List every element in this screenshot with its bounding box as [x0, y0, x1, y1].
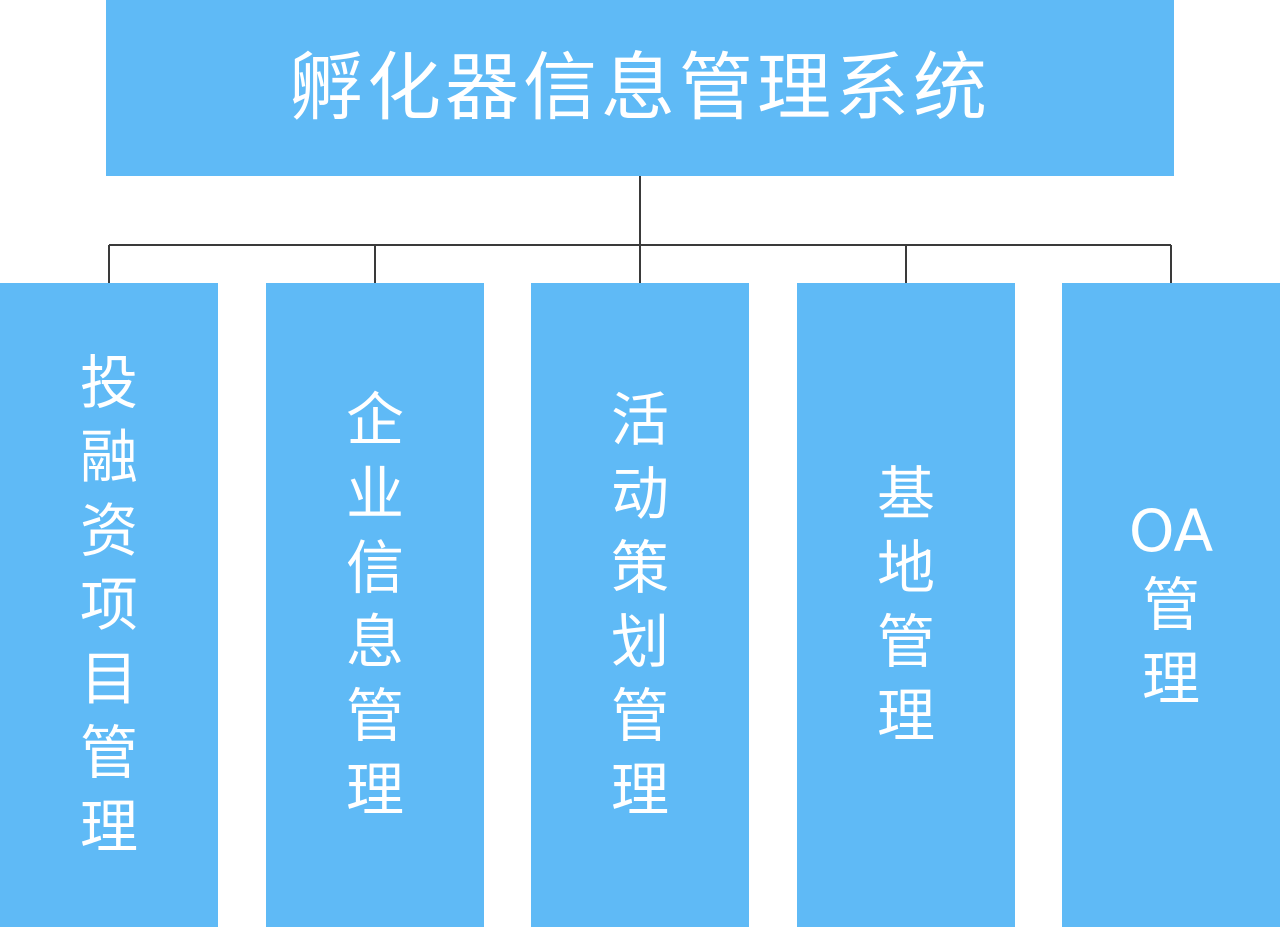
child-char: 地: [876, 534, 935, 602]
child-char: 理: [345, 756, 404, 824]
child-label-enterprise: 企 业 信 息 管 理: [346, 383, 404, 827]
child-node-oa: OA 管 理: [1062, 283, 1280, 927]
child-label-events: 活 动 策 划 管 理: [611, 383, 669, 827]
root-node: 孵化器信息管理系统: [106, 0, 1174, 176]
child-char: 企: [345, 386, 404, 454]
child-node-events: 活 动 策 划 管 理: [531, 283, 749, 927]
child-char: 业: [345, 460, 404, 528]
child-char: 管: [79, 719, 138, 787]
child-char: 项: [79, 571, 138, 639]
child-label-oa: OA 管 理: [1129, 494, 1213, 716]
child-char: 理: [876, 682, 935, 750]
child-char: 信: [345, 534, 404, 602]
child-char: 动: [610, 460, 669, 528]
child-char: 融: [79, 423, 138, 491]
child-char: 管: [345, 682, 404, 750]
root-title: 孵化器信息管理系统: [289, 45, 991, 131]
child-char: 理: [610, 756, 669, 824]
child-char: 活: [610, 386, 669, 454]
child-label-investment: 投 融 资 项 目 管 理: [80, 346, 138, 864]
child-char: 理: [1141, 645, 1200, 713]
child-node-enterprise: 企 业 信 息 管 理: [266, 283, 484, 927]
child-char: 管: [610, 682, 669, 750]
child-char: 管: [876, 608, 935, 676]
child-char: OA: [1128, 497, 1214, 565]
child-char: 划: [610, 608, 669, 676]
child-char: 策: [610, 534, 669, 602]
child-char: 基: [876, 460, 935, 528]
child-char: 管: [1141, 571, 1200, 639]
child-char: 目: [79, 645, 138, 713]
child-label-base: 基 地 管 理: [877, 457, 935, 753]
child-node-investment: 投 融 资 项 目 管 理: [0, 283, 218, 927]
child-char: 理: [79, 793, 138, 861]
child-char: 资: [79, 497, 138, 565]
child-char: 息: [345, 608, 404, 676]
child-char: 投: [79, 349, 138, 417]
child-node-base: 基 地 管 理: [797, 283, 1015, 927]
